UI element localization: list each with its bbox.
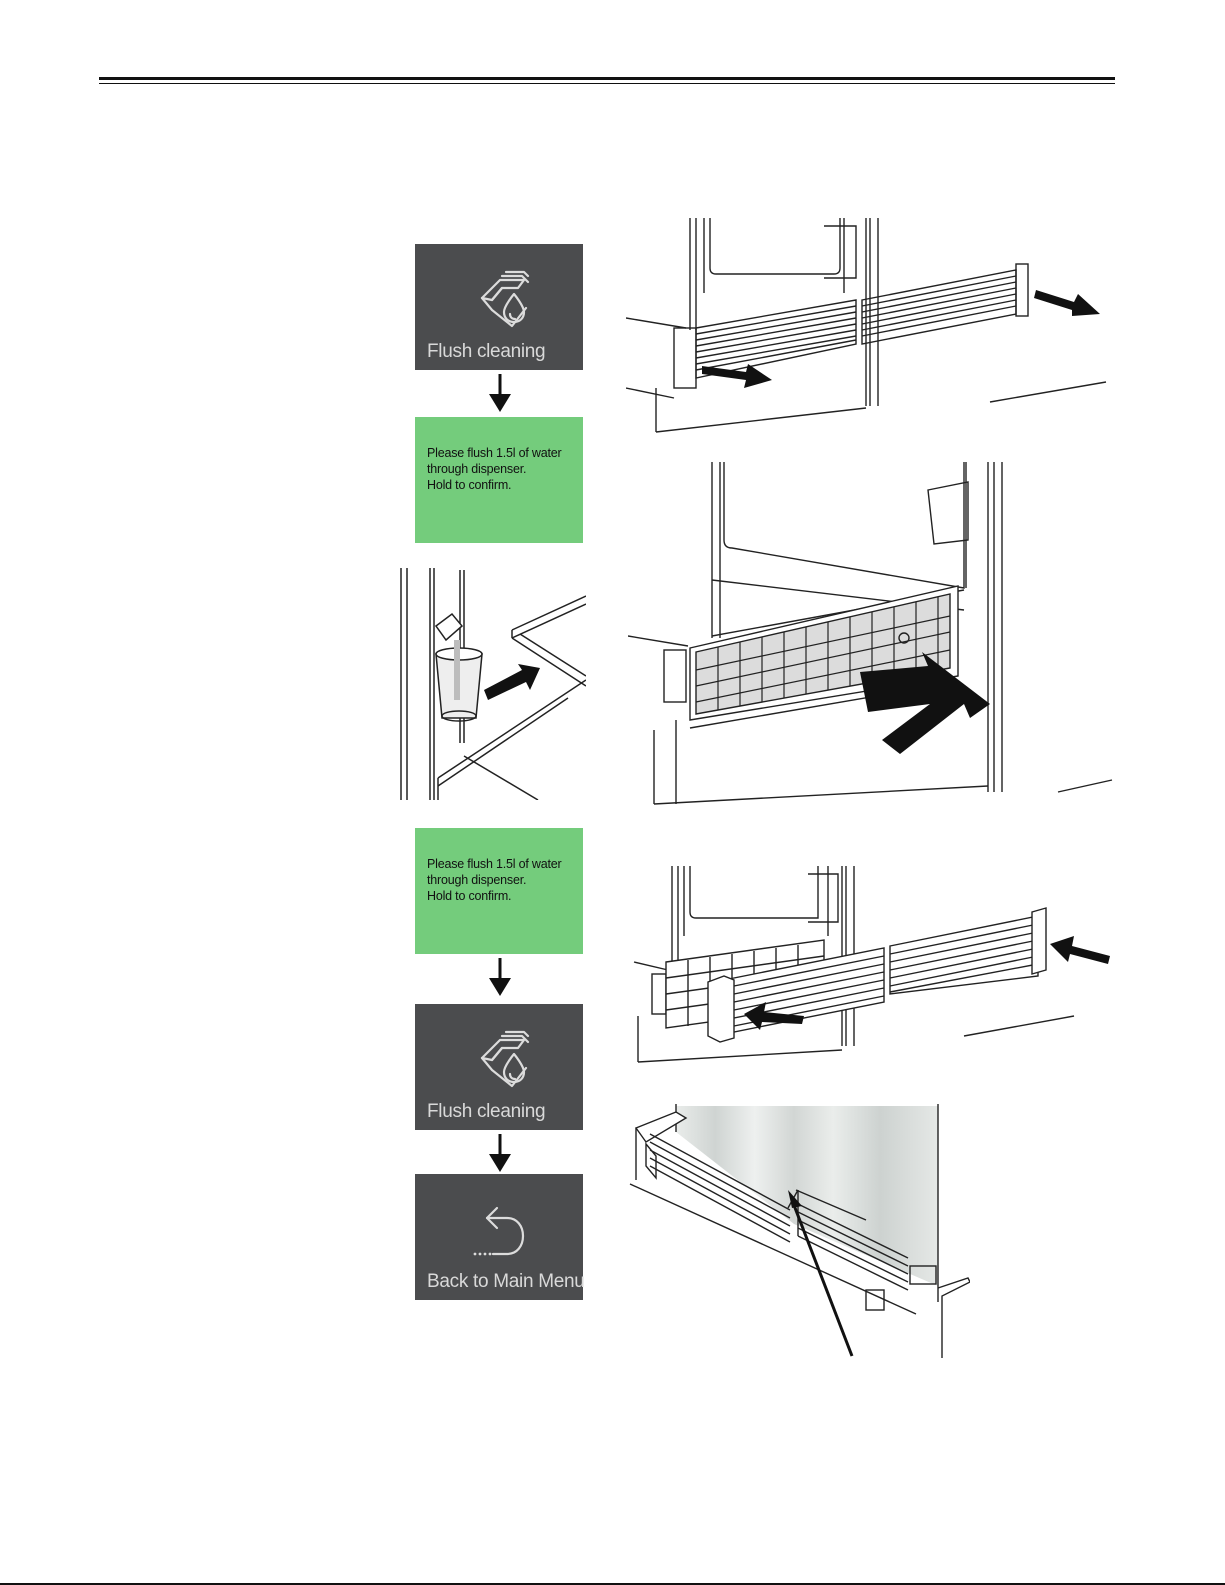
down-arrow-icon [489, 958, 511, 998]
header-rule-thin [99, 83, 1115, 84]
kickplate-installed-illustration [626, 1104, 970, 1360]
flush-cleaning-tile-2[interactable]: Flush cleaning [415, 1004, 583, 1130]
flush-message: Please flush 1.5l of water through dispe… [427, 445, 561, 493]
kickplate-removal-illustration [626, 218, 1112, 436]
flush-cleaning-icon [478, 270, 544, 330]
back-arrow-icon [471, 1204, 531, 1260]
flush-message-tile-confirm[interactable]: Please flush 1.5l of water through dispe… [415, 828, 583, 954]
header-rule [99, 77, 1115, 80]
filter-insertion-illustration [628, 460, 1114, 808]
tile-label: Back to Main Menu [427, 1271, 585, 1293]
tile-label: Flush cleaning [427, 1101, 545, 1123]
flush-cleaning-icon [478, 1030, 544, 1090]
flush-cleaning-tile[interactable]: Flush cleaning [415, 244, 583, 370]
flush-message-tile[interactable]: Please flush 1.5l of water through dispe… [415, 417, 583, 543]
down-arrow-icon [489, 1134, 511, 1174]
kickplate-reinstall-illustration [628, 866, 1114, 1066]
flush-message: Please flush 1.5l of water through dispe… [427, 856, 561, 904]
back-to-main-menu-tile[interactable]: Back to Main Menu [415, 1174, 583, 1300]
dispenser-glass-illustration [398, 568, 586, 800]
tile-label: Flush cleaning [427, 341, 545, 363]
down-arrow-icon [489, 374, 511, 414]
